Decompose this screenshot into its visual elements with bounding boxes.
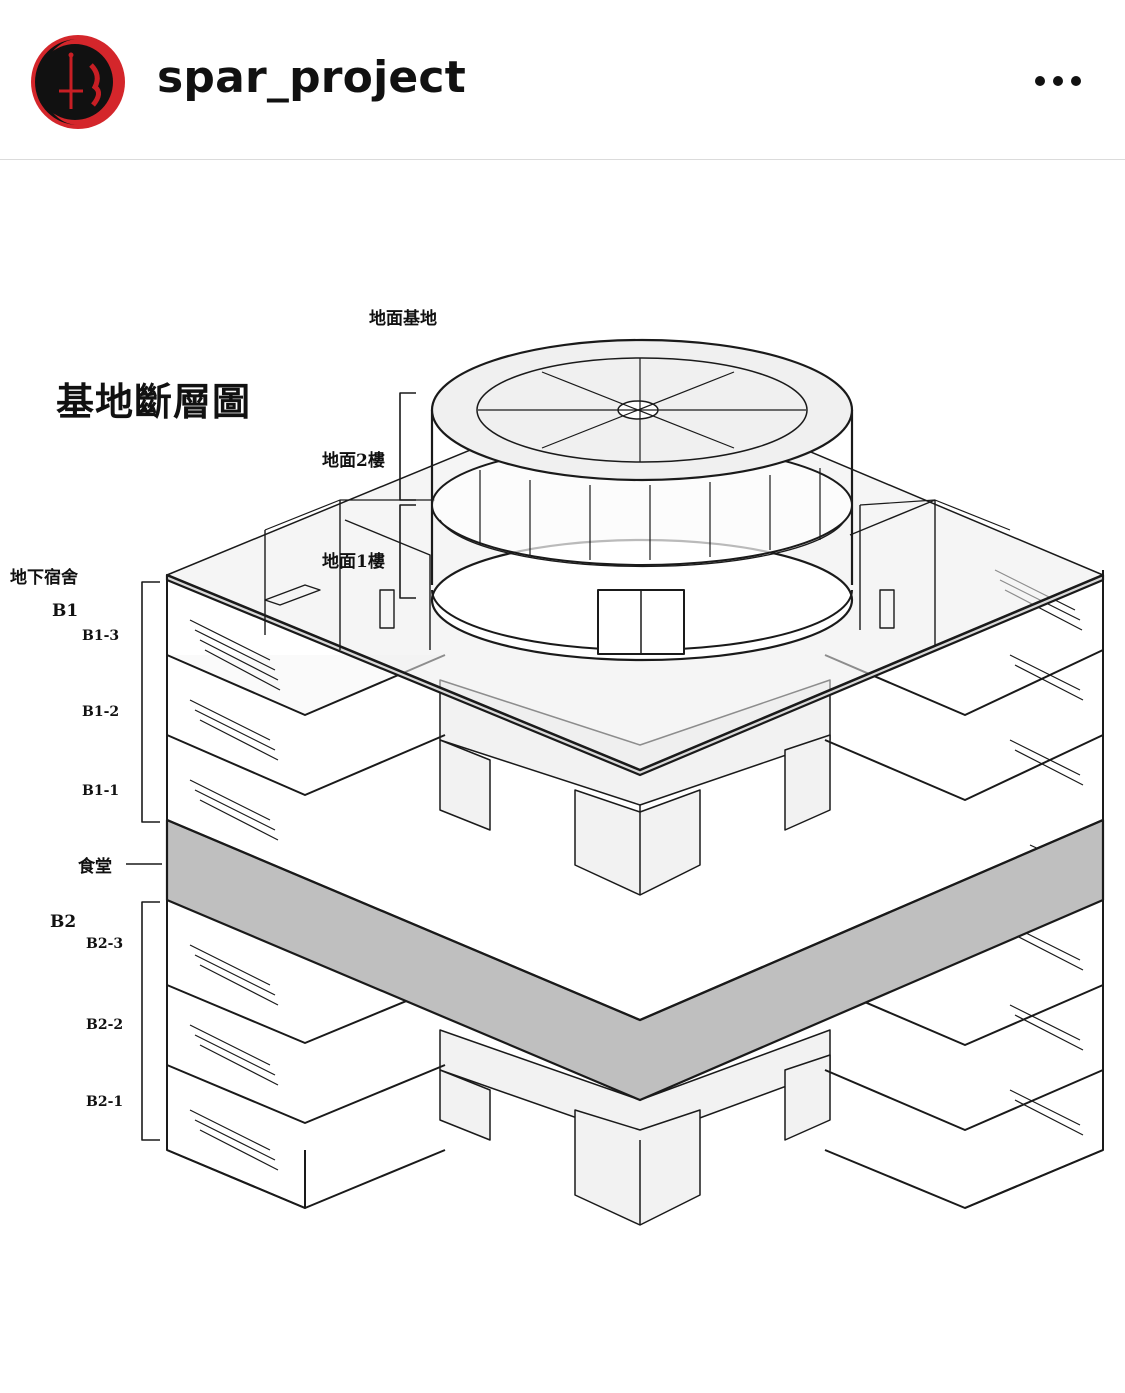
- label-b2-3: B2-3: [86, 936, 124, 952]
- post-username[interactable]: spar_project: [157, 52, 466, 103]
- left-wing: [166, 575, 446, 1209]
- right-wing: [824, 570, 1104, 1209]
- upper-core: [439, 679, 831, 896]
- profile-avatar[interactable]: [31, 35, 125, 129]
- cylinder-building: [430, 338, 854, 662]
- more-options-button[interactable]: [1030, 62, 1086, 100]
- label-b2-1: B2-1: [86, 1094, 124, 1110]
- lower-core: [439, 1029, 831, 1226]
- label-b2-2: B2-2: [86, 1017, 124, 1033]
- more-horizontal-icon: [1035, 76, 1081, 86]
- label-b1-1: B1-1: [82, 783, 120, 799]
- label-b1-3: B1-3: [82, 628, 120, 644]
- label-b2: B2: [50, 912, 77, 932]
- label-dorm: 地下宿舍: [10, 568, 78, 588]
- label-b1-2: B1-2: [82, 704, 120, 720]
- label-ground-1f: 地面1樓: [322, 552, 385, 572]
- label-b1: B1: [52, 601, 79, 621]
- ground-rooms: [264, 499, 936, 650]
- avatar-image: [31, 35, 125, 129]
- post-header: spar_project: [0, 0, 1125, 160]
- label-ground-base: 地面基地: [369, 309, 437, 329]
- base-section-diagram: [126, 338, 1105, 1226]
- label-ground-2f: 地面2樓: [322, 451, 385, 471]
- label-brackets: [126, 392, 416, 1141]
- diagram-title: 基地斷層圖: [56, 379, 252, 424]
- post-image[interactable]: [0, 161, 1125, 1389]
- label-canteen: 食堂: [78, 857, 112, 877]
- canteen-band: [165, 818, 1105, 1102]
